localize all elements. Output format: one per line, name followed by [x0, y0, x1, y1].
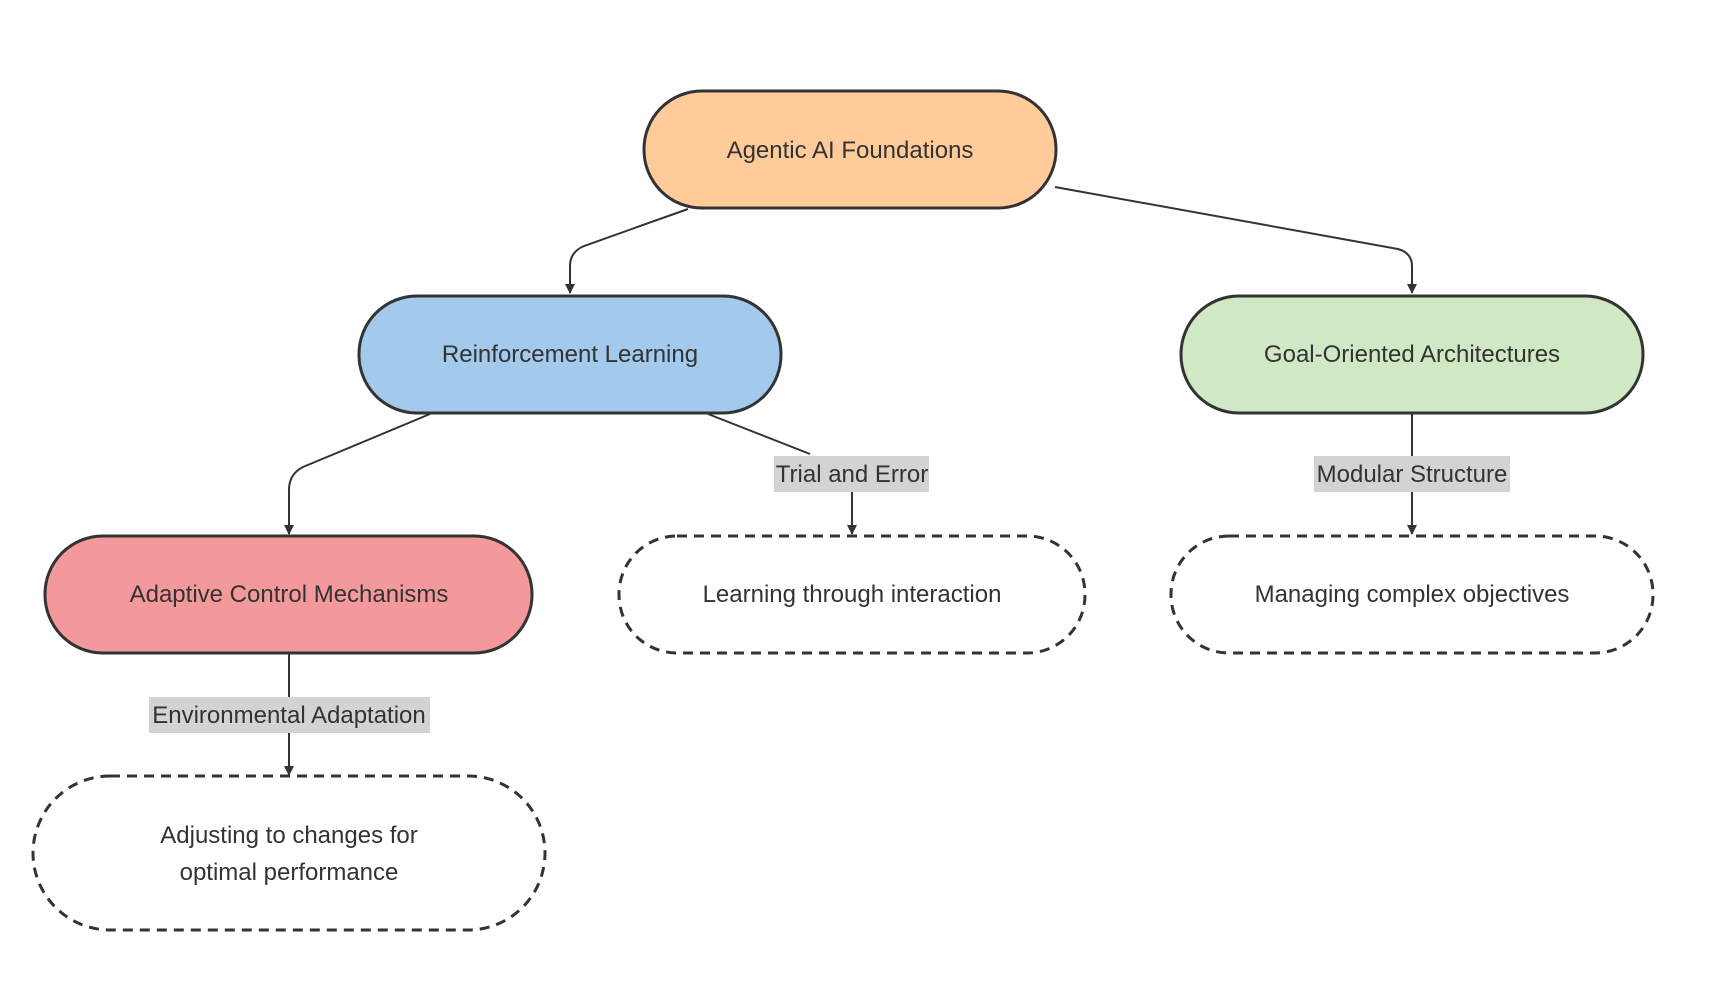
node-adaptive-control-mechanisms-label: Adaptive Control Mechanisms — [130, 581, 449, 608]
edge-reinforcement-to-learning — [707, 413, 811, 455]
nodes-layer: Agentic AI Foundations Reinforcement Lea… — [31, 89, 1655, 932]
edge-label-trial-and-error-text: Trial and Error — [776, 461, 928, 488]
node-adjusting-to-changes-label-line-1: Adjusting to changes for — [160, 822, 418, 849]
node-adjusting-to-changes[interactable]: Adjusting to changes for optimal perform… — [31, 774, 547, 932]
edge-label-environmental-adaptation-text: Environmental Adaptation — [152, 702, 426, 729]
edge-label-environmental-adaptation: Environmental Adaptation — [149, 697, 430, 733]
edge-label-modular-structure-text: Modular Structure — [1317, 461, 1508, 488]
node-reinforcement-learning-label: Reinforcement Learning — [442, 341, 698, 368]
edges-layer — [284, 186, 1417, 776]
edge-label-trial-and-error: Trial and Error — [774, 456, 929, 492]
edge-foundations-to-goal-oriented — [1054, 186, 1417, 294]
node-managing-complex-objectives-label: Managing complex objectives — [1255, 581, 1570, 608]
node-goal-oriented-architectures-label: Goal-Oriented Architectures — [1264, 341, 1560, 368]
edge-foundations-to-reinforcement — [565, 208, 689, 294]
edge-reinforcement-to-adaptive — [284, 413, 431, 535]
node-reinforcement-learning[interactable]: Reinforcement Learning — [357, 294, 783, 415]
node-learning-through-interaction[interactable]: Learning through interaction — [617, 534, 1087, 655]
node-agentic-ai-foundations[interactable]: Agentic AI Foundations — [642, 89, 1058, 210]
node-learning-through-interaction-label: Learning through interaction — [703, 581, 1002, 608]
edge-label-modular-structure: Modular Structure — [1314, 456, 1510, 492]
node-goal-oriented-architectures[interactable]: Goal-Oriented Architectures — [1179, 294, 1645, 415]
edge-labels-layer: Trial and Error Modular Structure Enviro… — [149, 456, 1510, 733]
node-adaptive-control-mechanisms[interactable]: Adaptive Control Mechanisms — [43, 534, 534, 655]
node-managing-complex-objectives[interactable]: Managing complex objectives — [1169, 534, 1655, 655]
node-adjusting-to-changes-label-line-2: optimal performance — [180, 859, 399, 886]
node-agentic-ai-foundations-label: Agentic AI Foundations — [727, 137, 974, 164]
